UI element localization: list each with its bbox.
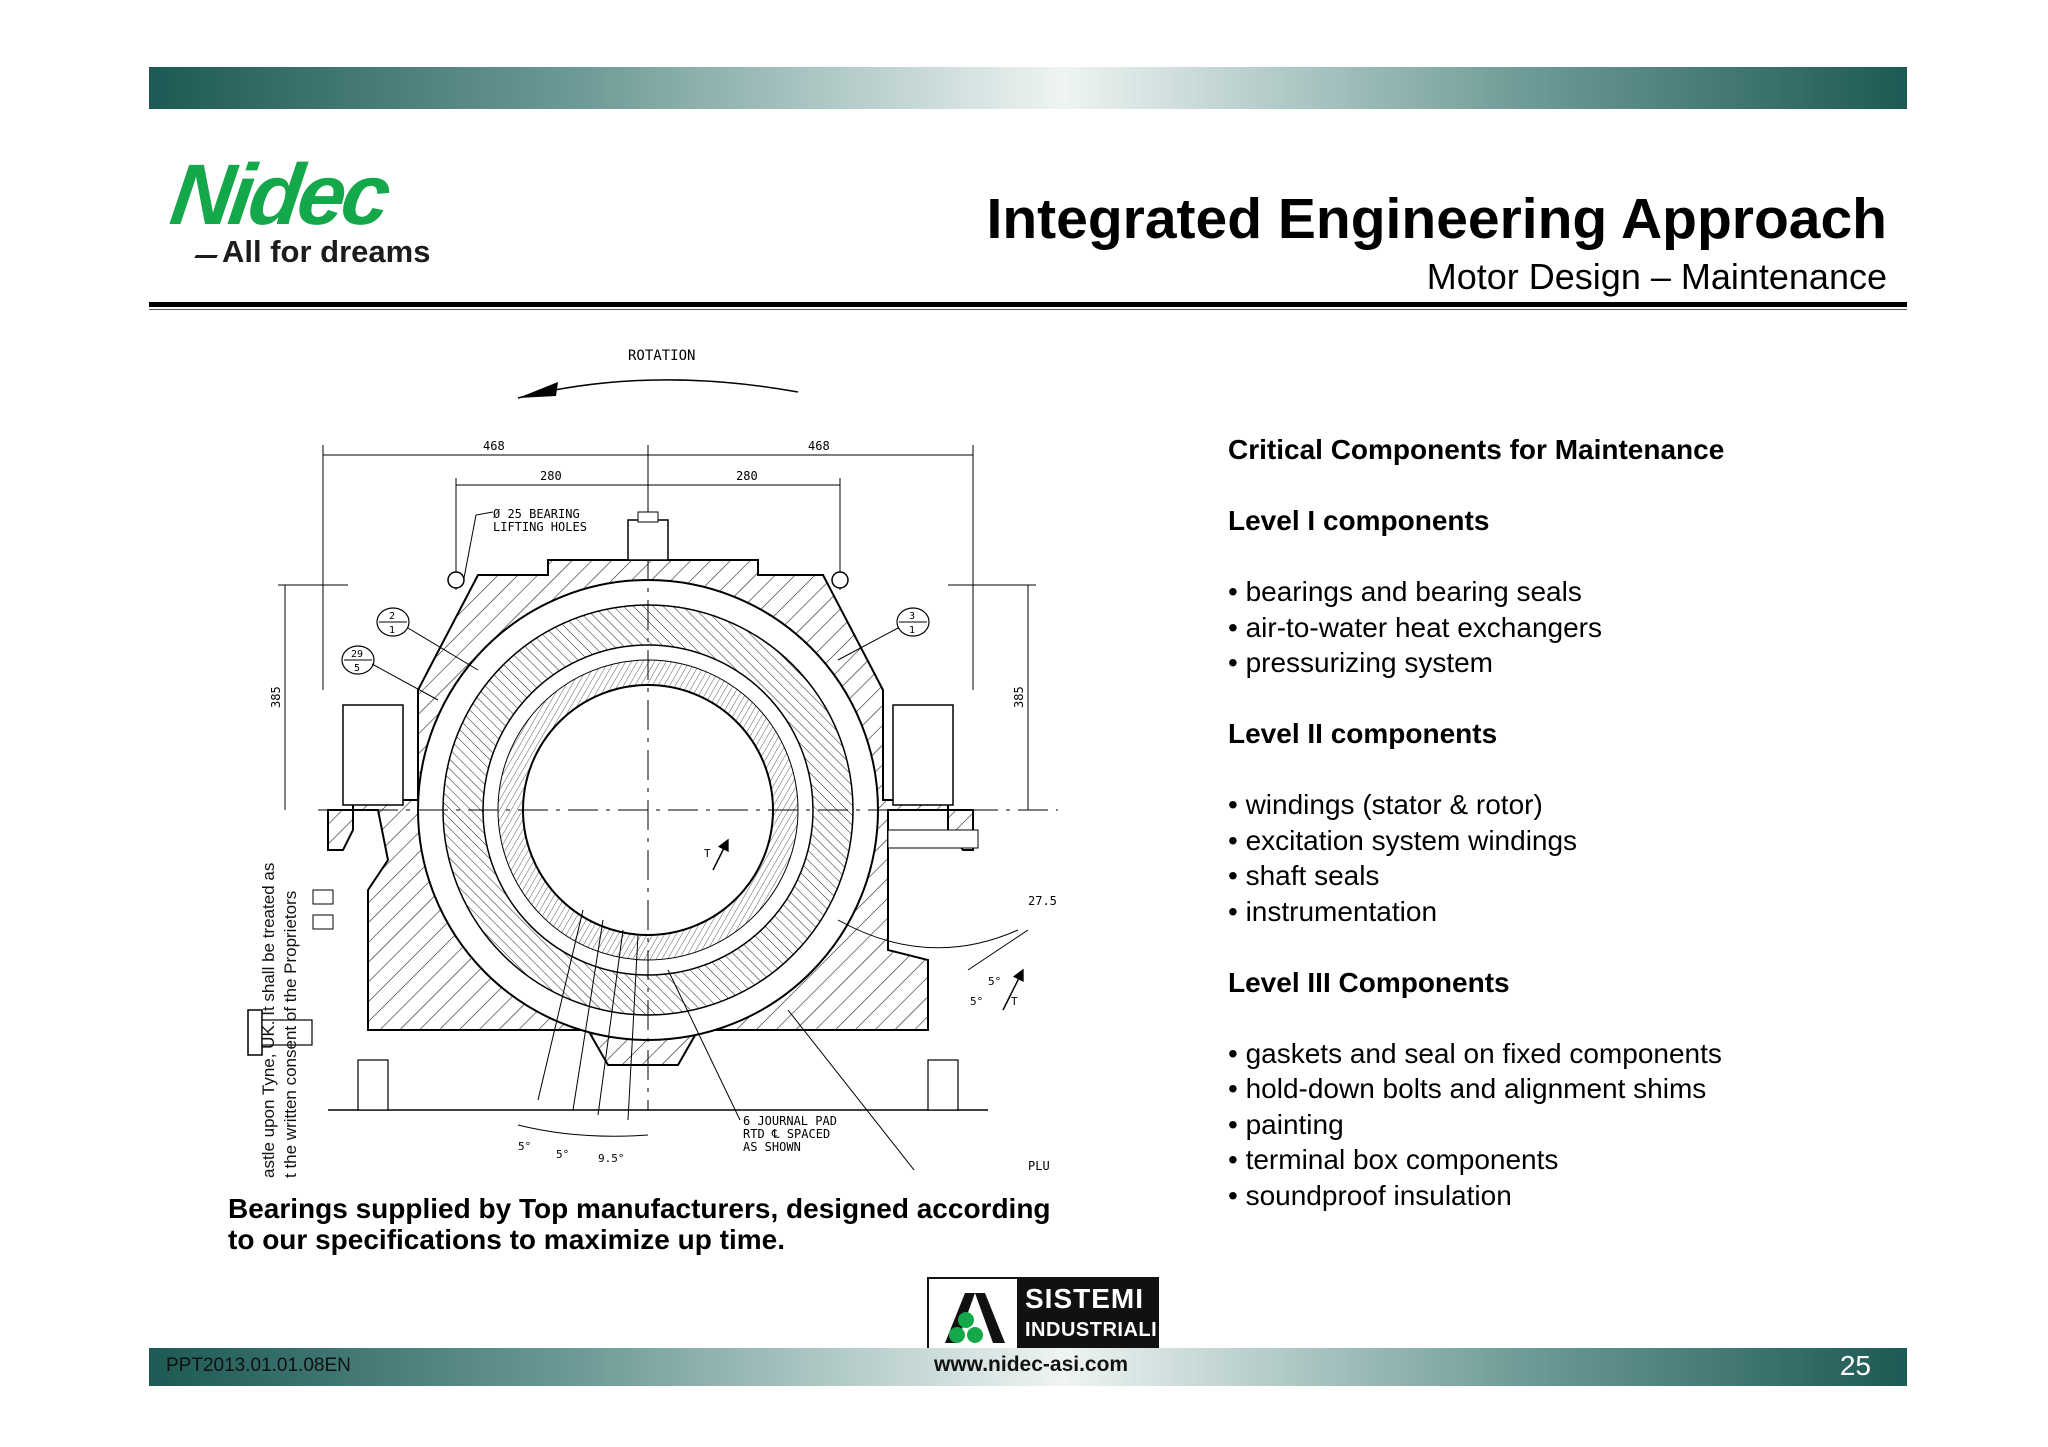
list-item: • painting [1228,1108,1344,1140]
sistemi-line2: INDUSTRIALI [1025,1319,1158,1341]
svg-text:5: 5 [354,663,360,674]
t-label-1: T [704,847,711,860]
journal-pad-label-3: AS SHOWN [743,1140,801,1154]
journal-pad-label-2: RTD ℄ SPACED [743,1127,830,1141]
angle-9-5: 9.5° [598,1152,625,1165]
rotation-label: ROTATION [628,348,695,364]
lifting-hole-right [831,571,849,589]
list-item: • terminal box components [1228,1144,1559,1175]
list-item: • windings (stator & rotor) [1228,789,1543,820]
dim-inner-right: 280 [736,469,758,483]
logo-wordmark: Nidec [165,147,393,243]
footer-gradient-bar [149,1348,1907,1386]
list-item: • gaskets and seal on fixed components [1228,1037,1722,1069]
bearing-technical-drawing: ROTATION 468 468 280 280 Ø 25 BEARING LI… [247,348,1058,1170]
bearing-caption: Bearings supplied by Top manufacturers, … [228,1193,1051,1255]
plu-label: PLU [1028,1159,1050,1170]
footer-doc-code: PPT2013.01.01.08EN [166,1355,351,1376]
logo-tagline: All for dreams [194,234,430,270]
t-label-2: T [1011,995,1018,1008]
list-item: • pressurizing system [1228,647,1493,678]
rotation-arrowhead [518,382,558,398]
list-item: • bearings and bearing seals [1228,576,1582,607]
page-number: 25 [1839,1350,1871,1381]
dim-outer-left: 468 [483,439,505,453]
list-item: • air-to-water heat exchangers [1228,611,1602,643]
side-block-right [892,704,954,806]
angle-5b: 5° [970,995,983,1008]
header-rule [149,302,1907,307]
sistemi-logo-icon [931,1281,1017,1347]
angle-right-label: 27.5 [1028,894,1057,908]
components-list: Critical Components for Maintenance Leve… [1228,432,1888,1213]
level2-title: Level II components [1228,718,1498,749]
header-rule-thin [149,309,1907,310]
header-gradient-bar [149,67,1907,109]
slide-subtitle: Motor Design – Maintenance [1426,256,1887,297]
sistemi-line1: SISTEMI [1025,1283,1145,1314]
journal-pad-label-1: 6 JOURNAL PAD [743,1114,837,1128]
lifting-leader [463,511,494,579]
slide-title: Integrated Engineering Approach [986,187,1887,251]
height-right-label: 385 [1012,686,1026,708]
list-item: • hold-down bolts and alignment shims [1228,1073,1707,1104]
nidec-logo: Nidec All for dreams [165,147,492,272]
lifting-holes-label-1: Ø 25 BEARING [493,507,580,521]
footer-website-link[interactable]: www.nidec-asi.com [934,1353,1129,1376]
sistemi-industriali-logo: SISTEMI INDUSTRIALI [927,1277,1159,1351]
lifting-holes-label-2: LIFTING HOLES [493,520,587,534]
list-item: • excitation system windings [1228,824,1578,856]
swoosh-icon [194,245,224,258]
svg-text:2: 2 [389,611,395,622]
proprietary-notice: astle upon Tyne, UK. It shall be treated… [259,862,300,1178]
rotation-arc [517,379,799,399]
dim-inner-left: 280 [540,469,562,483]
svg-text:3: 3 [909,611,915,622]
angle-5c: 5° [518,1140,531,1153]
svg-text:1: 1 [389,625,395,636]
list-item: • soundproof insulation [1228,1179,1512,1211]
side-block-left [342,704,404,806]
angle-5d: 5° [556,1148,569,1161]
list-item: • instrumentation [1228,895,1438,927]
svg-text:1: 1 [909,625,915,636]
height-left-label: 385 [269,686,283,708]
svg-text:29: 29 [351,649,363,660]
lifting-hole-left [447,571,465,589]
components-heading: Critical Components for Maintenance [1228,434,1725,465]
level3-title: Level III Components [1228,966,1510,998]
level1-title: Level I components [1228,505,1490,536]
angle-5a: 5° [988,975,1001,988]
list-item: • shaft seals [1228,860,1380,891]
dim-outer-right: 468 [808,439,830,453]
top-cap [627,519,669,561]
